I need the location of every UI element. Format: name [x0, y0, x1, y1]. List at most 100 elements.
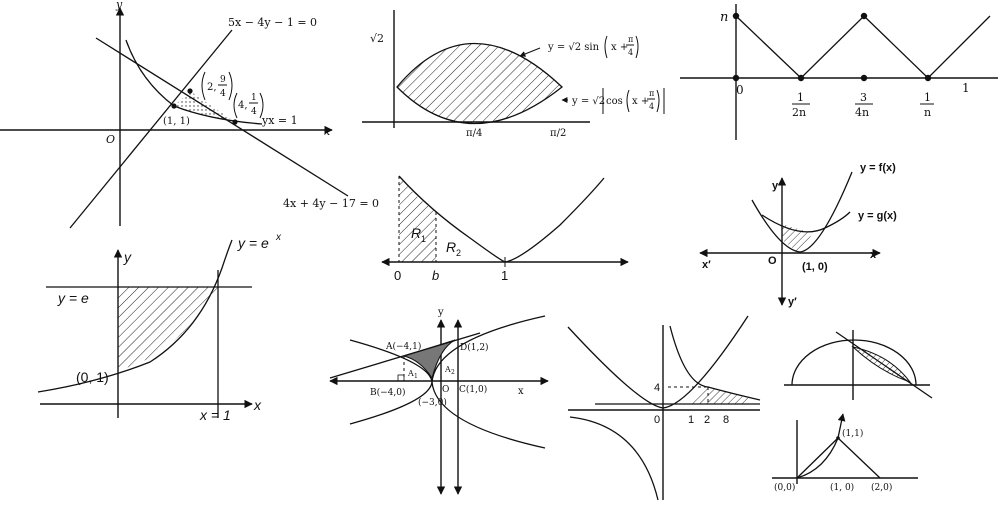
fig5-curve-f — [751, 171, 853, 253]
fig3-point-n — [732, 12, 740, 20]
fig4-x-tick-0: 0 — [394, 268, 401, 283]
fig1-origin: O — [106, 133, 115, 146]
fig3-x-tick-4: 1 — [962, 81, 970, 95]
fig5-g-label: y = g(x) — [858, 210, 897, 222]
fig1-point-b-label: 2, 9 4 — [201, 71, 233, 101]
fig10-curve-lower — [796, 437, 839, 479]
fig6-curve-exp: x — [275, 232, 282, 243]
fig6-x-label: x — [253, 397, 262, 413]
fig7-point-neg3: (−3,0) — [418, 397, 447, 408]
fig8-x-tick-1: 1 — [688, 414, 694, 426]
svg-text:4,: 4, — [238, 100, 248, 111]
fig1-hyperbola-label: yx = 1 — [261, 114, 298, 127]
fig9-line — [835, 331, 933, 399]
fig3-zigzag-line — [735, 15, 991, 79]
fig10-line-right — [837, 437, 881, 479]
fig6-line-y-label: y = e — [57, 290, 89, 306]
fig1-point-a — [171, 103, 177, 109]
fig1-x-label: x — [324, 125, 331, 138]
fig2-y-tick: √2 — [370, 32, 384, 45]
fig5-f-label: y = f(x) — [860, 162, 896, 174]
figure-triangle-curves: (1,1) (0,0) (1, 0) (2,0) — [772, 413, 918, 493]
figure-parabola-hyperbola: 4 0 1 2 8 — [567, 315, 761, 501]
fig7-area-1: A — [407, 369, 414, 378]
fig4-x-tick-1: 1 — [501, 268, 508, 283]
fig7-y-label: y — [437, 307, 444, 318]
fig8-x-tick-2: 2 — [704, 414, 710, 426]
fig6-exp-curve — [37, 239, 233, 393]
figure-zigzag: n 0 1 2n 3 4n 1 n 1 — [680, 4, 998, 140]
fig6-shaded-region — [118, 287, 218, 370]
fig7-right-curve-bottom — [431, 381, 546, 449]
fig10-point-top-label: (1,1) — [842, 428, 863, 439]
fig2-sin-arrow — [519, 47, 541, 57]
svg-text:9: 9 — [220, 75, 226, 85]
fig3-point-2-peak — [860, 12, 868, 20]
fig3-y-tick: n — [720, 10, 728, 25]
svg-text:4: 4 — [220, 89, 226, 99]
svg-text:4: 4 — [251, 107, 257, 117]
fig6-y-label: y — [123, 249, 132, 265]
figure-sin-cos-lens: √2 π/4 π/2 y = √2 sin x + π 4 y = √2 cos… — [362, 10, 665, 139]
fig7-point-b: B(−4,0) — [370, 387, 406, 398]
fig4-r2-sub: 2 — [456, 248, 461, 258]
fig9-semicircle — [791, 339, 917, 386]
fig2-cos-label: y = √2 cos x + π 4 — [571, 88, 665, 114]
figure-regions-r1-r2: R 1 R 2 0 b 1 — [381, 175, 629, 283]
fig7-point-d: D(1,2) — [460, 342, 489, 353]
fig6-line-x-label: x = 1 — [199, 407, 231, 423]
fig5-point-label: (1, 0) — [802, 261, 828, 273]
fig3-x-tick-2-den: 4n — [855, 106, 869, 119]
fig2-shaded-lens — [396, 43, 563, 124]
figure-exponential: y x y = e x y = e x = 1 (0, 1) — [37, 232, 282, 423]
figure-parabolas-areas: y x A(−4,1) B(−4,0) C(1,0) D(1,2) (−3,0)… — [329, 307, 549, 495]
fig2-sin-label: y = √2 sin x + π 4 — [547, 35, 639, 59]
svg-text:1: 1 — [251, 93, 257, 103]
fig10-point-mid-label: (1, 0) — [830, 482, 854, 493]
svg-text:π: π — [649, 89, 654, 98]
fig3-point-2 — [860, 74, 868, 82]
fig4-r1-sub: 1 — [421, 234, 426, 244]
fig8-x-tick-0: 0 — [654, 414, 660, 426]
fig1-point-c — [232, 119, 238, 125]
fig3-point-origin — [732, 74, 740, 82]
fig5-x-neg-label: x′ — [702, 259, 711, 271]
fig3-x-tick-3-num: 1 — [924, 91, 931, 104]
fig1-y-label: y — [115, 0, 123, 11]
fig2-x-tick-2: π/2 — [550, 128, 566, 139]
fig10-point-origin-label: (0,0) — [774, 482, 795, 493]
fig5-y-label: y — [772, 180, 779, 192]
svg-text:x +: x + — [611, 42, 628, 53]
svg-text:4: 4 — [649, 102, 654, 111]
fig4-r1-label: R — [411, 225, 421, 241]
fig1-line-bottom-label: 4x + 4y − 17 = 0 — [283, 197, 379, 210]
fig7-right-angle — [397, 374, 405, 382]
fig3-x-tick-2-num: 3 — [860, 91, 867, 104]
fig8-y-tick-4: 4 — [654, 382, 660, 394]
fig8-hyperbola-right — [669, 325, 761, 401]
svg-text:y = √2 sin: y = √2 sin — [547, 42, 600, 53]
fig1-line-top-label: 5x − 4y − 1 = 0 — [228, 16, 317, 29]
svg-text:2,: 2, — [207, 82, 217, 93]
fig8-parabola — [567, 315, 749, 409]
fig1-line-top — [69, 29, 233, 229]
svg-text:y = √2: y = √2 — [571, 96, 605, 107]
fig3-point-3 — [924, 74, 932, 82]
fig1-point-c-label: 4, 1 4 — [233, 92, 264, 119]
fig10-arrow-up — [837, 413, 846, 439]
fig4-r2-label: R — [446, 239, 456, 255]
figure-f-and-g: y = f(x) y = g(x) y y′ x x′ O (1, 0) — [699, 162, 897, 308]
fig8-shaded-region — [690, 387, 748, 404]
fig7-area-1-sub: 1 — [414, 373, 418, 380]
svg-text:cos: cos — [606, 96, 623, 107]
fig3-x-tick-1-den: 2n — [792, 106, 806, 119]
fig2-x-tick-1: π/4 — [466, 128, 482, 139]
fig10-point-right-label: (2,0) — [871, 482, 892, 493]
fig6-curve-label: y = e — [237, 235, 269, 251]
fig7-point-a: A(−4,1) — [385, 341, 421, 352]
svg-text:π: π — [628, 35, 633, 44]
fig7-area-2-sub: 2 — [451, 369, 455, 376]
fig7-area-2: A — [444, 365, 451, 374]
fig10-line-left — [796, 437, 839, 479]
